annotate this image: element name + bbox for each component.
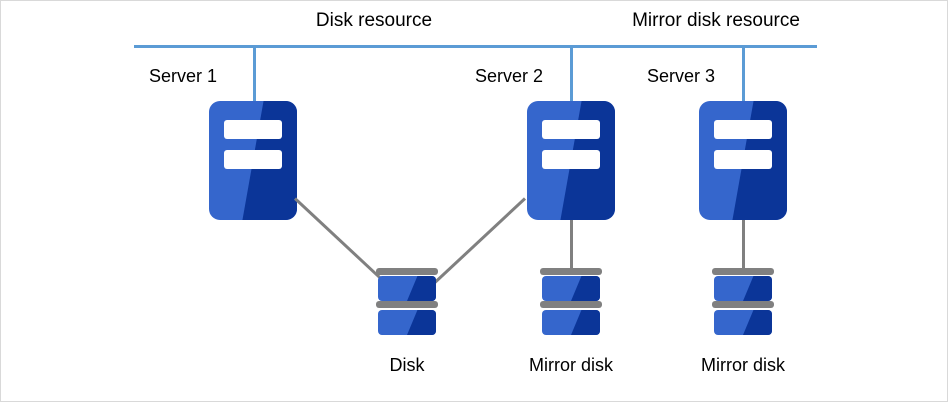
disk-platter (714, 310, 772, 335)
server-2-icon[interactable] (527, 101, 615, 220)
server-slot-bar (542, 150, 600, 169)
disk-platter (714, 276, 772, 301)
server-3-label: Server 3 (646, 66, 716, 86)
mirror-disk-resource-title: Mirror disk resource (632, 10, 800, 31)
disk-platter-shade (407, 310, 436, 335)
server-2-label: Server 2 (474, 66, 544, 86)
mirror-disk-2-label: Mirror disk (529, 355, 613, 375)
disk-rail (540, 268, 602, 275)
disk-rail (376, 268, 438, 275)
bus-drop-server-3 (742, 45, 745, 103)
mirror-disk-2-icon[interactable] (540, 268, 602, 338)
connector-server3-to-mirror-disk (742, 220, 745, 272)
disk-platter-shade (743, 276, 772, 301)
disk-rail (712, 268, 774, 275)
disk-platter-shade (571, 310, 600, 335)
disk-platter-shade (571, 276, 600, 301)
server-slot-bar (542, 120, 600, 139)
connector-server2-to-mirror-disk (570, 220, 573, 272)
disk-platter (542, 276, 600, 301)
server-slot-bar (224, 150, 282, 169)
mirror-disk-3-label: Mirror disk (701, 355, 785, 375)
disk-platter-shade (407, 276, 436, 301)
disk-platter (542, 310, 600, 335)
disk-rail (712, 301, 774, 308)
disk-rail (540, 301, 602, 308)
connector-server2-to-disk (427, 197, 527, 290)
server-1-label: Server 1 (148, 66, 218, 86)
server-slot-bar (224, 120, 282, 139)
server-3-icon[interactable] (699, 101, 787, 220)
shared-disk-label: Disk (389, 355, 425, 375)
mirror-disk-3-icon[interactable] (712, 268, 774, 338)
server-1-icon[interactable] (209, 101, 297, 220)
bus-drop-server-2 (570, 45, 573, 103)
disk-rail (376, 301, 438, 308)
bus-drop-server-1 (253, 45, 256, 103)
shared-disk-icon[interactable] (376, 268, 438, 338)
disk-platter (378, 276, 436, 301)
disk-resource-bus-line (134, 45, 582, 48)
mirror-disk-resource-bus-line (571, 45, 817, 48)
server-slot-bar (714, 150, 772, 169)
server-slot-bar (714, 120, 772, 139)
disk-platter (378, 310, 436, 335)
disk-platter-shade (743, 310, 772, 335)
disk-resource-title: Disk resource (315, 10, 433, 31)
